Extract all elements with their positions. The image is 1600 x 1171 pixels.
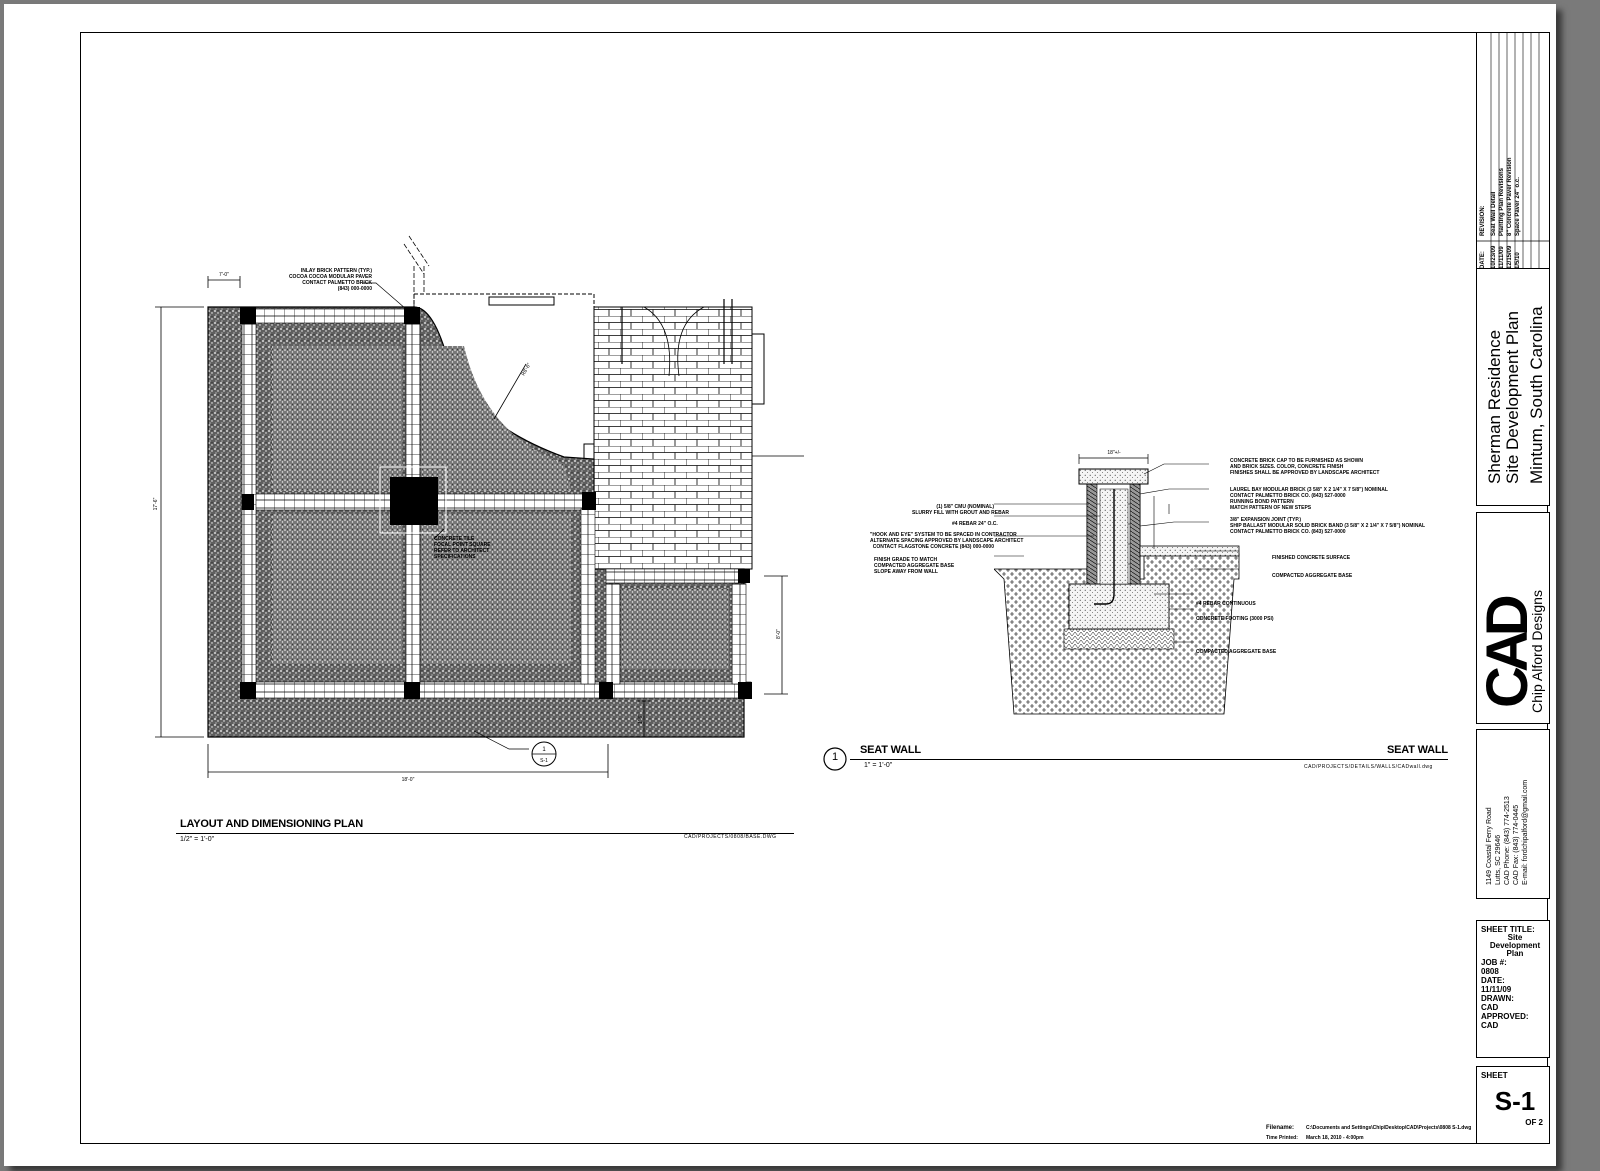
date-label: DATE: <box>1481 976 1505 985</box>
project-name: Sherman Residence <box>1485 329 1504 484</box>
rev-4-desc: Space Paver 24" o.c. <box>1515 177 1521 236</box>
rev-header-revision: REVISION: <box>1480 205 1486 236</box>
rev-2-date: 11/11/09 <box>1499 246 1505 269</box>
revision-table: DATE: REVISION: 10/23/09 Seat Wall Detai… <box>1476 32 1550 274</box>
sheet-number: S-1 <box>1494 1086 1536 1116</box>
dim-radius: R8'-6" <box>521 362 533 377</box>
rev-2-desc: Planting Plan Revisions <box>1499 167 1505 236</box>
approved-value: CAD <box>1481 1021 1499 1030</box>
layout-plan-drawing: 7'-0" 17'-6" 18'-0" 8'-0" 1'-6" R8'-6" 1… <box>153 235 804 783</box>
note-aggregate-base: COMPACTED AGGREGATE BASE <box>1196 649 1277 655</box>
dim-top: 7'-0" <box>219 272 229 278</box>
dim-left: 17'-6" <box>153 497 159 510</box>
layout-plan-title-rule <box>176 833 794 834</box>
section-callout-sheet: S-1 <box>540 758 548 764</box>
project-location: Mintum, South Carolina <box>1527 306 1546 484</box>
company-name: Chip Alford Designs <box>1529 590 1545 713</box>
seat-wall-title-right: SEAT WALL <box>1387 744 1448 756</box>
rev-4-date: 1/5/10 <box>1515 252 1521 269</box>
rev-1-date: 10/23/09 <box>1491 245 1497 269</box>
note-finish-grade: FINISH GRADE TO MATCH COMPACTED AGGREGAT… <box>874 557 955 575</box>
note-footing: CONCRETE FOOTING (3000 PSI) <box>1196 616 1274 622</box>
drawing-sheet: 7'-0" 17'-6" 18'-0" 8'-0" 1'-6" R8'-6" 1… <box>4 4 1556 1166</box>
note-rebar-continuous: #4 REBAR CONTINUOUS <box>1196 601 1256 607</box>
note-hook-eye: "HOOK AND EYE" SYSTEM TO BE SPACED IN CO… <box>870 532 1024 550</box>
drawn-label: DRAWN: <box>1481 994 1514 1003</box>
seat-wall-detail-drawing: 18"+/- <box>994 450 1240 715</box>
sheet-title: Site Development Plan <box>1489 933 1541 958</box>
rev-3-desc: 8" Concrete Paver Revision <box>1507 157 1513 236</box>
note-concrete-surface: FINISHED CONCRETE SURFACE <box>1272 555 1351 561</box>
detail-number: 1 <box>831 751 839 763</box>
note-rebar-oc: #4 REBAR 24" O.C. <box>952 521 998 527</box>
sheet-label: SHEET <box>1481 1071 1508 1080</box>
job-label: JOB #: <box>1481 958 1507 967</box>
note-brick-face: LAUREL BAY MODULAR BRICK (3 5/8" X 2 1/4… <box>1230 487 1388 511</box>
section-callout-number: 1 <box>542 747 546 753</box>
job-number: 0808 <box>1481 967 1499 976</box>
center-focal-note: CONCRETE TILE FOCAL POINT SQUARE REFER T… <box>434 536 491 560</box>
date-value: 11/11/09 <box>1481 985 1512 994</box>
note-cap: CONCRETE BRICK CAP TO BE FURNISHED AS SH… <box>1230 458 1380 476</box>
address-lines: 1149 Coastal Ferry Road Lutts, SC 29646 … <box>1486 779 1529 885</box>
seat-wall-scale: 1" = 1'-0" <box>864 762 893 769</box>
drawn-value: CAD <box>1481 1003 1499 1012</box>
seat-wall-file-path: CAD/PROJECTS/DETAILS/WALLS/CADwall.dwg <box>1304 764 1433 770</box>
footer-time-label: Time Printed: <box>1266 1135 1298 1141</box>
seat-wall-title-left: SEAT WALL <box>860 744 921 756</box>
layout-plan-scale: 1/2" = 1'-0" <box>180 836 215 843</box>
sheet-number-box: SHEET S-1 OF 2 <box>1476 1066 1550 1144</box>
seat-wall-title-rule <box>850 759 1448 760</box>
company-logo-box: CAD Chip Alford Designs <box>1475 512 1550 724</box>
paver-note: INLAY BRICK PATTERN (TYP.) COCOA COCOA M… <box>288 268 372 292</box>
rev-header-date: DATE: <box>1480 251 1486 269</box>
rev-3-date: 12/15/09 <box>1507 245 1513 269</box>
project-info: Sherman Residence Site Development Plan … <box>1476 268 1550 506</box>
rev-1-desc: Seat Wall Detail <box>1491 191 1497 236</box>
sheet-of: OF 2 <box>1525 1118 1543 1127</box>
note-expansion-joint: 3/8" EXPANSION JOINT (TYP.) SHIP BALLAST… <box>1230 517 1426 535</box>
detail-number-circle <box>823 747 847 771</box>
dim-right: 8'-0" <box>776 629 782 639</box>
footer-filename-label: Filename: <box>1266 1125 1295 1131</box>
footer-time: March 18, 2010 - 4:00pm <box>1306 1135 1364 1141</box>
sheet-info: SHEET TITLE: Site Development Plan JOB #… <box>1476 920 1550 1058</box>
footer-filename: C:\Documents and Settings\Chip\Desktop\C… <box>1306 1125 1472 1131</box>
layout-plan-file-path: CAD/PROJECTS/0808/BASE.DWG <box>684 834 777 840</box>
dim-right-small: 1'-6" <box>638 714 644 724</box>
note-cmu: (1) 5/8" CMU (NOMINAL) SLURRY FILL WITH … <box>912 504 1009 516</box>
approved-label: APPROVED: <box>1481 1012 1529 1021</box>
company-address: 1149 Coastal Ferry Road Lutts, SC 29646 … <box>1476 729 1550 899</box>
note-aggregate-top: COMPACTED AGGREGATE BASE <box>1272 573 1353 579</box>
wall-dim-top: 18"+/- <box>1107 450 1121 456</box>
layout-plan-title: LAYOUT AND DIMENSIONING PLAN <box>180 818 364 830</box>
plan-name: Site Development Plan <box>1503 311 1522 484</box>
sheet-title-label: SHEET TITLE: <box>1481 925 1535 934</box>
dim-bottom: 18'-0" <box>402 777 415 783</box>
